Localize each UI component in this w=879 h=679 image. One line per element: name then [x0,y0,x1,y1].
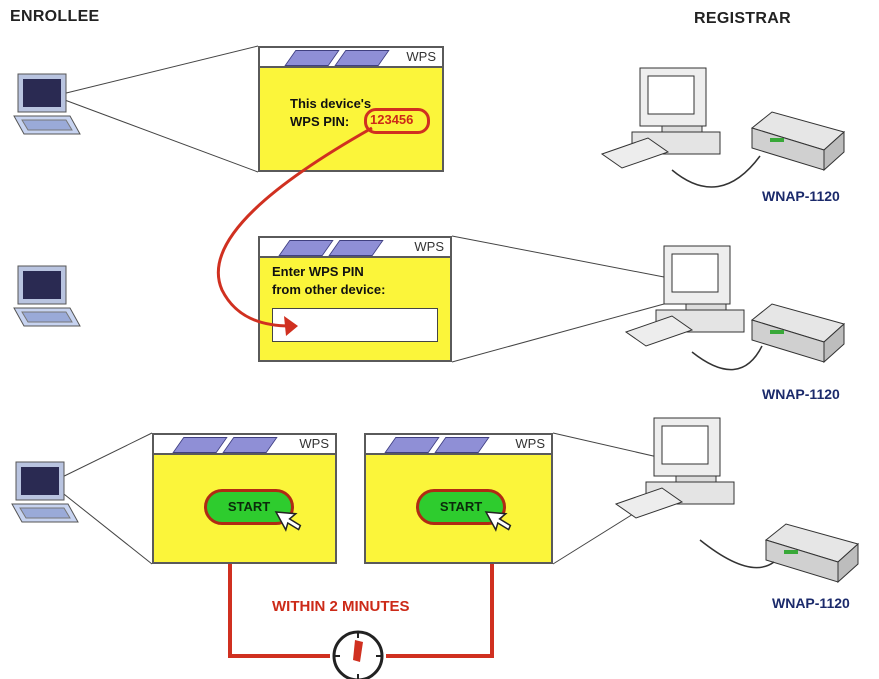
laptop-icon-enrollee-2 [13,265,81,327]
window-tab [384,437,440,453]
enter-pin-window: WPS Enter WPS PIN from other device: [258,236,452,362]
window-titlebar: WPS [154,435,335,455]
pin-highlight-box [364,108,430,134]
device-label-3: WNAP-1120 [772,595,850,611]
window-tab [222,437,278,453]
pin-display-window: WPS This device's WPS PIN: 123456 [258,46,444,172]
timer-bracket [228,564,494,658]
router-icon-registrar-1 [750,111,846,172]
pin-message-line2: WPS PIN: [290,114,350,129]
window-tab [278,240,334,256]
window-title: WPS [414,239,444,254]
device-label-1: WNAP-1120 [762,188,840,204]
start-window-enrollee: WPS START [152,433,337,564]
window-tab [284,50,340,66]
router-icon-registrar-3 [764,523,860,584]
wps-pin-value: 123456 [370,112,414,127]
start-window-registrar: WPS START [364,433,553,564]
cable-registrar-2 [691,345,763,371]
pin-message-line1: This device's [290,96,372,111]
desktop-pc-icon-registrar-3 [614,417,735,519]
registrar-header: REGISTRAR [694,10,791,27]
enter-pin-line2: from other device: [272,282,386,297]
window-tab [328,240,384,256]
window-titlebar: WPS [366,435,551,455]
timer-label: WITHIN 2 MINUTES [272,598,410,615]
window-tab [334,50,390,66]
cable-registrar-1 [671,155,761,188]
projection-lines-row3 [49,432,663,565]
window-titlebar: WPS [260,238,450,258]
window-title: WPS [515,436,545,451]
window-title: WPS [406,49,436,64]
device-label-2: WNAP-1120 [762,386,840,402]
projection-lines-row2 [451,235,665,363]
window-titlebar: WPS [260,48,442,68]
laptop-icon-enrollee-3 [11,461,79,523]
enter-pin-line1: Enter WPS PIN [272,264,364,279]
desktop-pc-icon-registrar-2 [624,245,745,347]
stopwatch-icon [332,630,384,679]
laptop-icon-enrollee-1 [13,73,81,135]
desktop-pc-icon-registrar-1 [600,67,721,169]
window-title: WPS [299,436,329,451]
start-button-registrar[interactable]: START [416,489,506,525]
window-tab [172,437,228,453]
wps-pin-input[interactable] [272,308,438,342]
window-tab [434,437,490,453]
router-icon-registrar-2 [750,303,846,364]
start-button-enrollee[interactable]: START [204,489,294,525]
projection-lines-row1 [53,45,259,173]
enrollee-header: ENROLLEE [10,8,100,25]
cable-registrar-3 [699,539,775,569]
